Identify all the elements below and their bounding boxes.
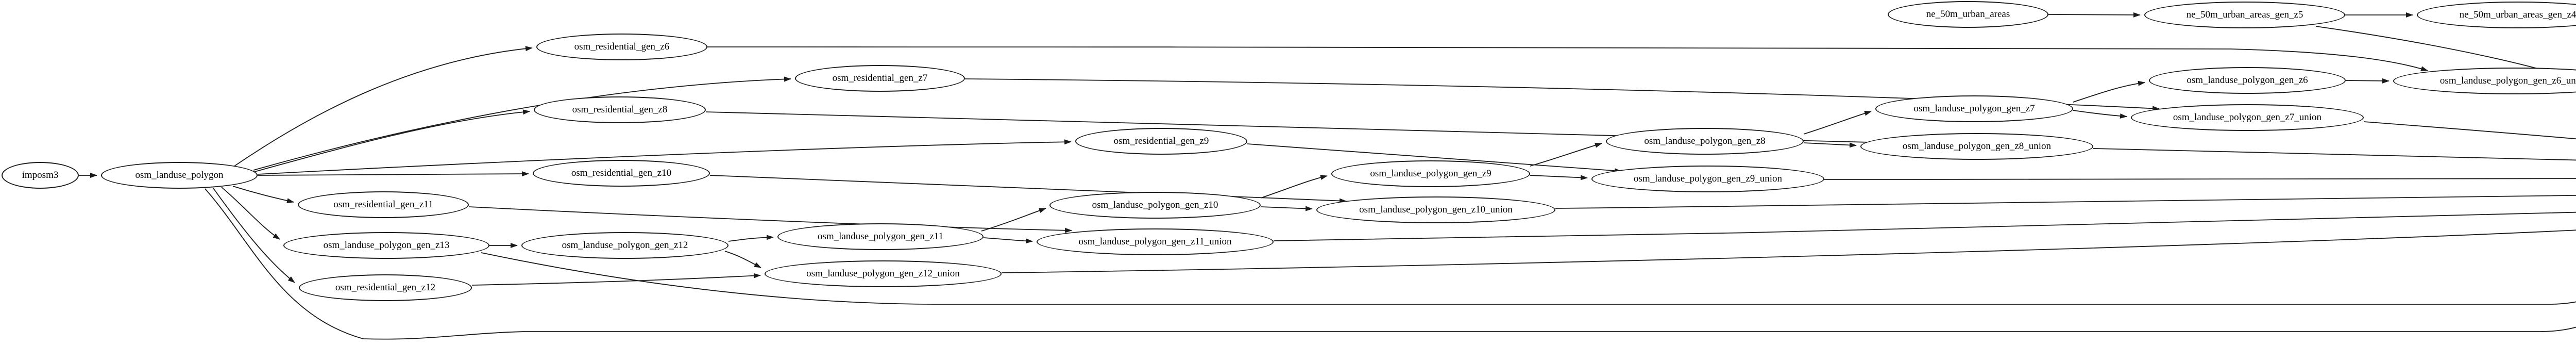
edge-ne_50m-ne_gen_z5 — [2048, 12, 2141, 18]
edge-gen_z7-gen_z6 — [2073, 80, 2145, 103]
edge-gen_z7-z7_union — [2073, 110, 2127, 119]
node-osm-landuse-polygon: osm_landuse_polygon — [101, 162, 258, 189]
edge-polygon-res_z9 — [257, 139, 1072, 175]
edge-z8_union-layer_z8 — [2093, 148, 2576, 161]
edge-gen_z12-z12_union — [724, 251, 761, 268]
edge-z7_union-layer_z7 — [2363, 121, 2576, 140]
edge-z9_union-layer_z9 — [1824, 178, 2576, 180]
edge-polygon-gen_z13 — [221, 187, 280, 240]
edge-gen_z11-z11_union — [983, 237, 1033, 244]
node-osm-landuse-polygon-gen-z8-union: osm_landuse_polygon_gen_z8_union — [1860, 133, 2093, 160]
node-osm-landuse-polygon-gen-z8: osm_landuse_polygon_gen_z8 — [1606, 128, 1804, 155]
node-imposm3: imposm3 — [2, 162, 79, 189]
node-ne-50m-urban-areas-gen-z5: ne_50m_urban_areas_gen_z5 — [2144, 2, 2345, 28]
edge-res_z11-z11_union — [468, 206, 1072, 233]
node-osm-landuse-polygon-gen-z7-union: osm_landuse_polygon_gen_z7_union — [2131, 104, 2364, 131]
edge-z10_union-layer_z10 — [1555, 195, 2576, 209]
edge-gen_z8-z8_union — [1803, 142, 1857, 148]
node-ne-50m-urban-areas-gen-z4: ne_50m_urban_areas_gen_z4 — [2417, 2, 2576, 28]
node-osm-landuse-polygon-gen-z10-union: osm_landuse_polygon_gen_z10_union — [1316, 196, 1555, 223]
edge-polygon-res_z11 — [232, 186, 294, 203]
edge-res_z12-z12_union — [471, 273, 761, 286]
edge-gen_z6-z6_union — [2345, 78, 2389, 84]
node-osm-residential-gen-z10: osm_residential_gen_z10 — [533, 160, 710, 187]
node-osm-residential-gen-z9: osm_residential_gen_z9 — [1075, 128, 1247, 155]
node-osm-landuse-polygon-gen-z7: osm_landuse_polygon_gen_z7 — [1875, 95, 2073, 122]
node-osm-residential-gen-z8: osm_residential_gen_z8 — [534, 96, 706, 123]
edge-polygon-res_z12 — [213, 188, 295, 283]
node-osm-landuse-polygon-gen-z13: osm_landuse_polygon_gen_z13 — [283, 232, 489, 259]
edge-gen_z13-layer_z13 — [481, 252, 2576, 305]
node-osm-landuse-polygon-gen-z9-union: osm_landuse_polygon_gen_z9_union — [1591, 166, 1824, 192]
edge-gen_z10-gen_z9 — [1260, 175, 1328, 199]
edge-polygon-res_z7 — [253, 76, 791, 171]
node-osm-landuse-polygon-gen-z6-union: osm_landuse_polygon_gen_z6_union — [2393, 68, 2576, 94]
node-osm-landuse-polygon-gen-z11: osm_landuse_polygon_gen_z11 — [777, 223, 984, 250]
node-osm-residential-gen-z6: osm_residential_gen_z6 — [536, 34, 707, 60]
node-osm-landuse-polygon-gen-z6: osm_landuse_polygon_gen_z6 — [2149, 67, 2346, 94]
node-osm-landuse-polygon-gen-z12-union: osm_landuse_polygon_gen_z12_union — [765, 260, 1002, 287]
node-osm-landuse-polygon-gen-z12: osm_landuse_polygon_gen_z12 — [521, 232, 728, 259]
edge-res_z6-z6_union — [707, 46, 2428, 71]
node-ne-50m-urban-areas: ne_50m_urban_areas — [1888, 1, 2048, 28]
node-osm-landuse-polygon-gen-z9: osm_landuse_polygon_gen_z9 — [1331, 160, 1530, 187]
edge-polygon-res_z6 — [234, 46, 533, 167]
node-osm-landuse-polygon-gen-z10: osm_landuse_polygon_gen_z10 — [1049, 192, 1261, 219]
edge-polygon-res_z8 — [254, 109, 530, 172]
edge-z12_union-layer_z12 — [1001, 229, 2576, 273]
edge-res_z10-z10_union — [709, 175, 1347, 204]
edge-polygon-layer_z14 — [205, 188, 2576, 340]
node-osm-residential-gen-z7: osm_residential_gen_z7 — [795, 65, 965, 92]
edge-gen_z9-gen_z8 — [1530, 142, 1602, 167]
edge-gen_z11-gen_z10 — [981, 208, 1046, 232]
edge-gen_z9-z9_union — [1530, 175, 1588, 180]
node-osm-residential-gen-z12: osm_residential_gen_z12 — [299, 274, 472, 301]
node-osm-landuse-polygon-gen-z11-union: osm_landuse_polygon_gen_z11_union — [1037, 228, 1274, 255]
edge-polygon-res_z10 — [257, 171, 529, 177]
node-osm-residential-gen-z11: osm_residential_gen_z11 — [298, 191, 469, 218]
edge-gen_z12-gen_z11 — [728, 235, 774, 242]
edge-gen_z8-gen_z7 — [1803, 110, 1872, 135]
edge-gen_z10-z10_union — [1260, 206, 1313, 211]
